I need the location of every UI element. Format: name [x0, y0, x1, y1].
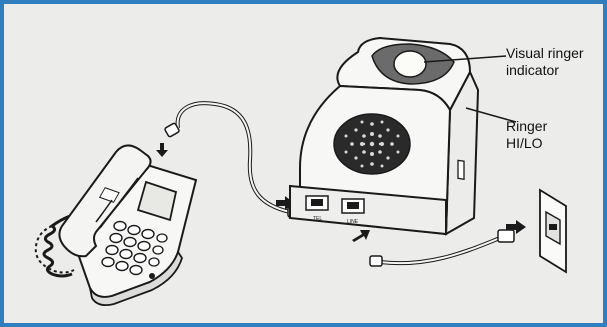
ringer-hilo-callout: Ringer HI/LO — [506, 118, 547, 152]
phone-line-cord — [178, 103, 290, 212]
visual-ringer-label-line2: indicator — [506, 62, 584, 79]
visual-ringer-callout: Visual ringer indicator — [506, 45, 584, 79]
tel-port-label: TEL — [313, 216, 322, 222]
telephone — [36, 145, 196, 305]
wall-jack-plug — [498, 230, 514, 242]
ringer-device: TEL LINE — [290, 38, 478, 234]
ringer-hilo-label-line2: HI/LO — [506, 135, 547, 152]
visual-ringer-label-line1: Visual ringer — [506, 45, 584, 62]
line-cord-plug-bottom — [370, 256, 382, 266]
ringer-hilo-switch — [458, 160, 464, 179]
line-port-label: LINE — [347, 219, 359, 225]
down-arrow-icon — [156, 143, 168, 157]
up-arrow-icon — [352, 230, 370, 242]
ringer-hilo-label-line1: Ringer — [506, 118, 547, 135]
wall-jack — [540, 190, 566, 272]
